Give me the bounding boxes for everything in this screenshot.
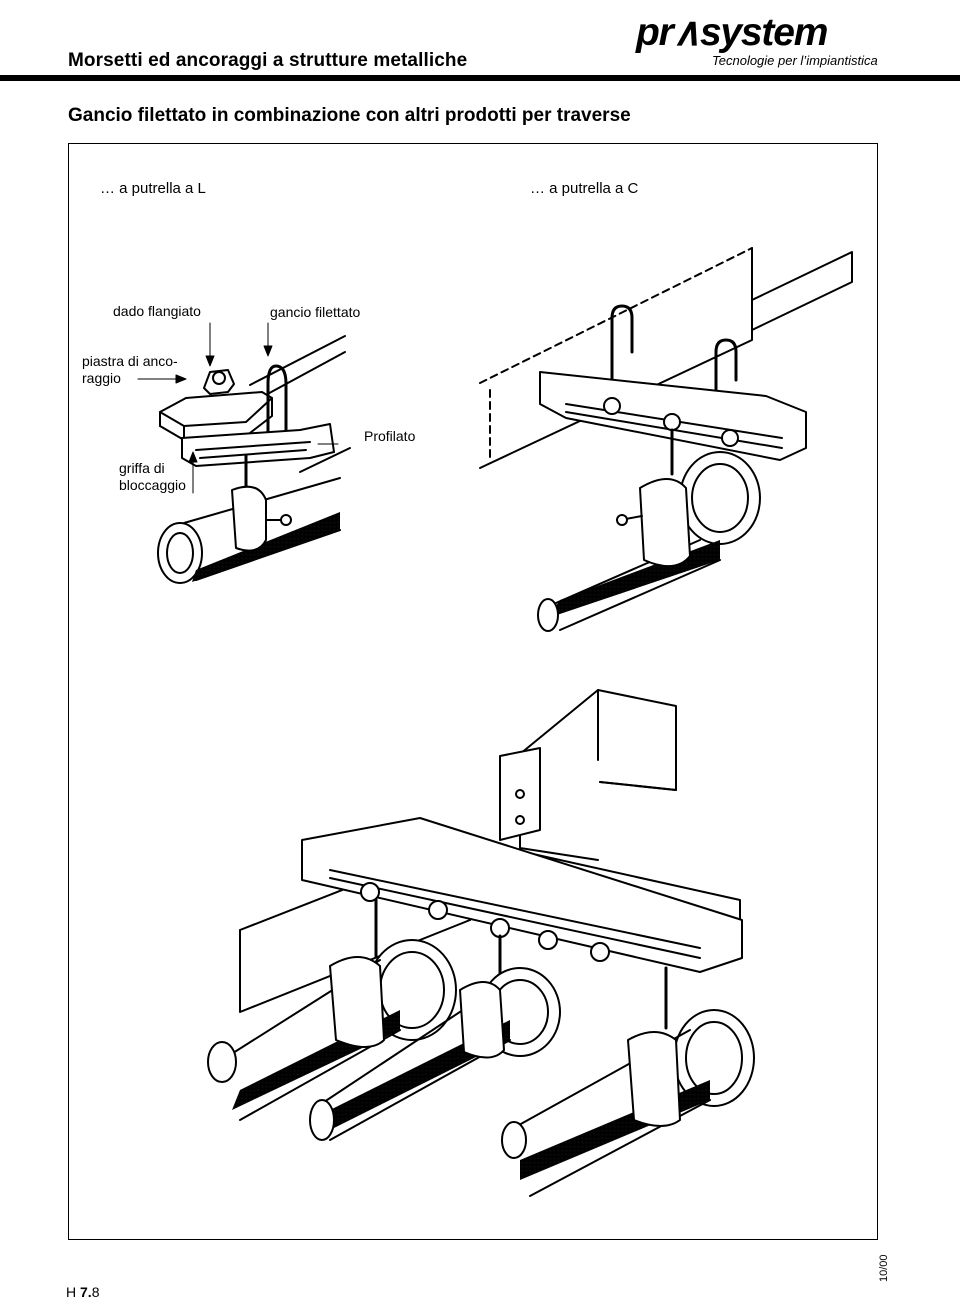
label-anchor-plate-line2: raggio [82,370,121,386]
label-clamp-line1: griffa di [119,460,165,476]
caption-c-beam: … a putrella a C [530,180,639,197]
label-clamp: griffa di bloccaggio [119,460,186,494]
bottom-assembly [207,689,755,1197]
label-flange-nut: dado flangiato [113,303,201,319]
edition-date: 10/00 [878,1254,890,1282]
header-rule [0,75,960,81]
figure-frame [68,143,878,1240]
leader-arrows [137,322,339,494]
page-prefix: H [66,1284,80,1300]
label-anchor-plate: piastra di anco- raggio [82,353,178,387]
page-section: 7. [80,1284,92,1300]
label-anchor-plate-line1: piastra di anco- [82,353,178,369]
c-beam-assembly [479,247,853,632]
section-title: Gancio filettato in combinazione con alt… [68,105,631,126]
label-profile: Profilato [364,428,416,444]
page-suffix: 8 [91,1284,100,1300]
label-clamp-line2: bloccaggio [119,477,186,493]
document-title: Morsetti ed ancoraggi a strutture metall… [68,50,468,71]
page-number: H 7.8 [66,1284,99,1300]
label-threaded-hook: gancio filettato [270,304,361,320]
l-beam-assembly [157,335,351,584]
caption-l-beam: … a putrella a L [100,180,206,197]
logo-wordmark: pr∧system [636,11,828,54]
company-logo: pr∧system Tecnologie per l’impiantistica [636,11,886,71]
logo-tagline: Tecnologie per l’impiantistica [712,53,878,68]
